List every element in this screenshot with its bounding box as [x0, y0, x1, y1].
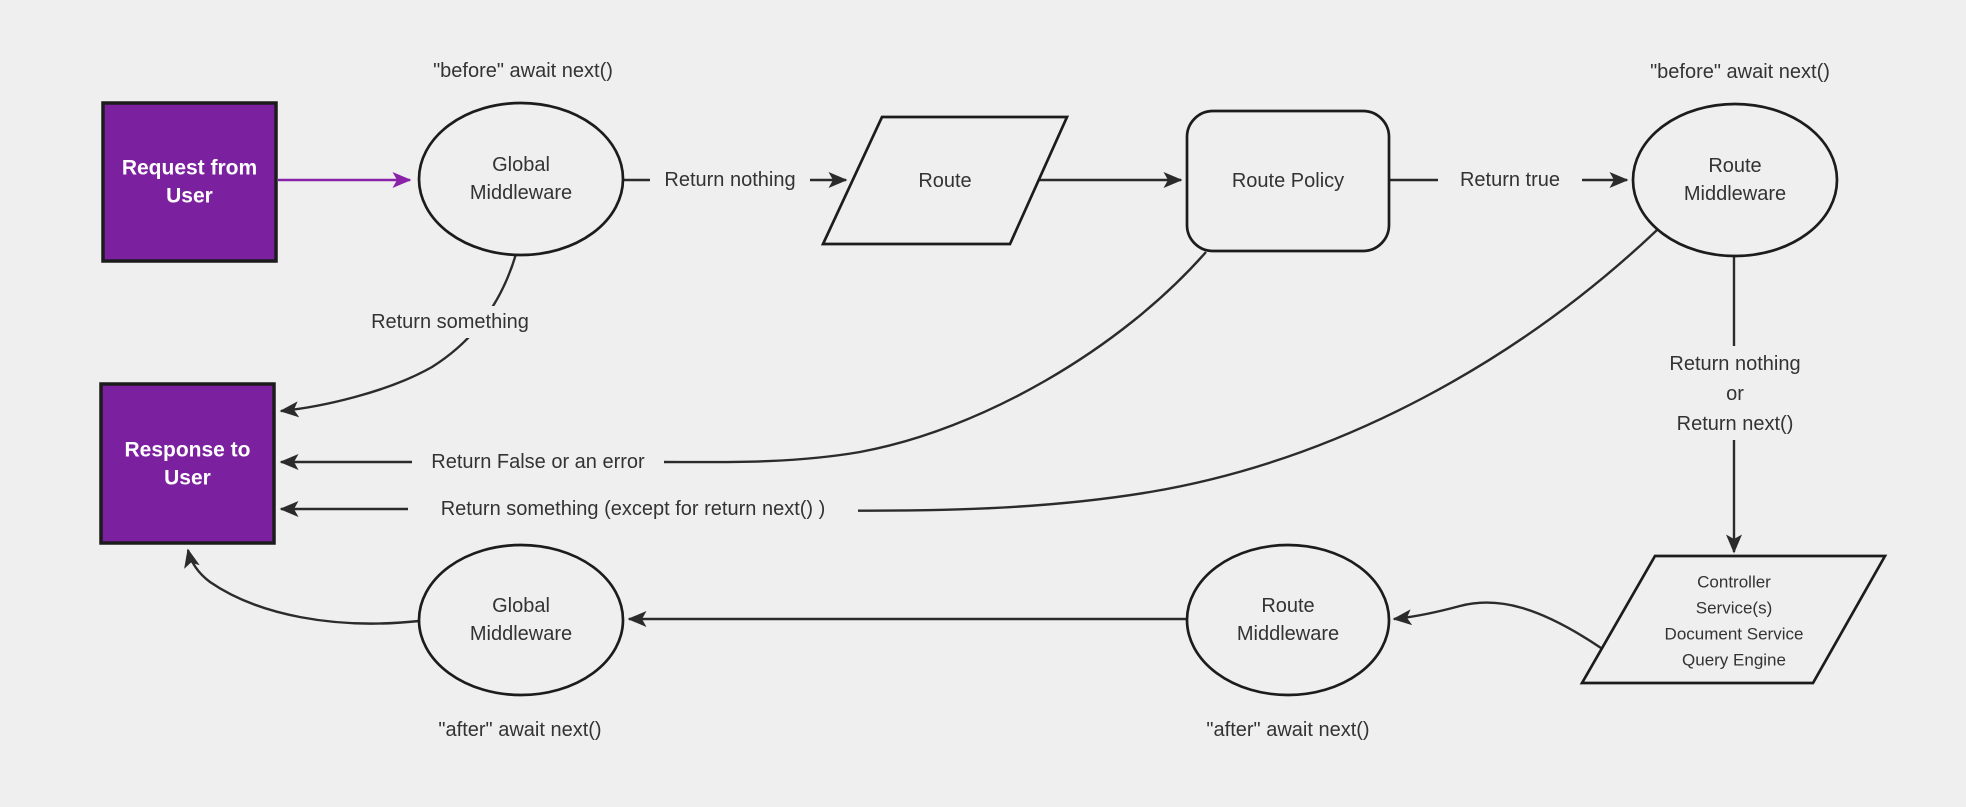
node-route-middleware-top-line1: Route	[1708, 155, 1761, 177]
edge-label-return-true: Return true	[1460, 169, 1560, 191]
edge-global-middleware-return-something	[279, 253, 518, 418]
node-controller-services	[1579, 554, 1888, 685]
node-route-middleware-bottom	[1185, 543, 1391, 697]
label-backdrop	[650, 164, 810, 196]
edge-label-return-something: Return something	[371, 311, 529, 333]
edge-label-return-nothing-or-line3: Return next()	[1677, 413, 1794, 435]
node-route-middleware-top-line2: Middleware	[1684, 183, 1786, 205]
edge-label-return-nothing: Return nothing	[664, 169, 795, 191]
annotation-before-global-middleware: "before" await next()	[433, 60, 613, 82]
node-global-middleware-bottom-line1: Global	[492, 595, 550, 617]
node-request-label-line2: User	[166, 185, 213, 208]
node-global-middleware-bottom	[417, 543, 625, 697]
label-backdrop	[1438, 164, 1582, 196]
label-backdrop	[364, 306, 536, 338]
node-controller-line3: Document Service	[1665, 625, 1804, 644]
label-backdrop	[408, 493, 858, 525]
node-route-policy-label: Route Policy	[1232, 170, 1344, 192]
node-controller-line4: Query Engine	[1682, 651, 1786, 670]
label-backdrop	[412, 446, 664, 478]
edge-global-middleware-to-response	[184, 548, 420, 625]
node-route	[820, 115, 1070, 246]
edge-controller-to-route-middleware-bottom	[1392, 601, 1602, 649]
node-response-label-line2: User	[164, 467, 211, 490]
node-global-middleware-top	[417, 101, 625, 257]
node-request-from-user	[101, 101, 278, 263]
node-global-middleware-top-line1: Global	[492, 154, 550, 176]
edge-label-return-nothing-or-line1: Return nothing	[1669, 353, 1800, 375]
node-route-middleware-bottom-line2: Middleware	[1237, 623, 1339, 645]
annotation-after-route-middleware: "after" await next()	[1206, 719, 1369, 741]
edge-label-return-nothing-or-line2: or	[1726, 383, 1744, 405]
label-backdrop	[1644, 346, 1826, 440]
node-route-middleware-bottom-line1: Route	[1261, 595, 1314, 617]
edge-route-policy-return-false	[279, 251, 1207, 470]
node-global-middleware-top-line2: Middleware	[470, 182, 572, 204]
node-controller-line1: Controller	[1697, 573, 1771, 592]
annotation-before-route-middleware: "before" await next()	[1650, 61, 1830, 83]
node-route-middleware-top	[1631, 102, 1839, 258]
node-controller-line2: Service(s)	[1696, 599, 1773, 618]
node-route-policy	[1185, 109, 1391, 253]
node-route-label: Route	[918, 170, 971, 192]
node-request-label-line1: Request from	[122, 157, 257, 180]
edge-label-return-false-or-error: Return False or an error	[431, 451, 645, 473]
annotation-after-global-middleware: "after" await next()	[438, 719, 601, 741]
node-response-label-line1: Response to	[124, 439, 250, 462]
node-response-to-user	[99, 382, 276, 545]
edge-label-return-something-except: Return something (except for return next…	[441, 498, 826, 520]
node-global-middleware-bottom-line2: Middleware	[470, 623, 572, 645]
